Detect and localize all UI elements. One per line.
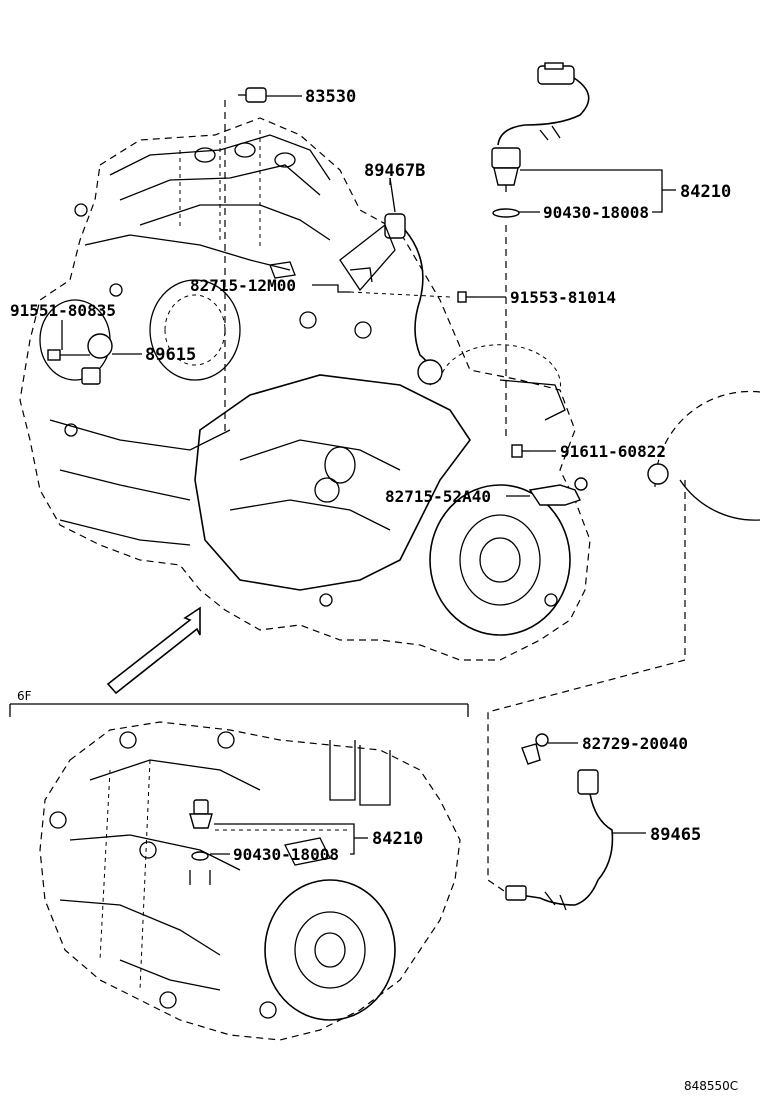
bolt-91611 (511, 444, 530, 458)
label-83530: 83530 (305, 87, 356, 107)
leader-lines (61, 169, 676, 855)
oxygen-sensor-89465 (505, 769, 614, 911)
label-89615: 89615 (145, 345, 196, 365)
label-90430-top: 90430-18008 (543, 203, 649, 222)
wheel-outline-arc (679, 479, 760, 521)
arrow-to-6f (106, 606, 201, 695)
label-84210-top: 84210 (680, 182, 731, 202)
backup-lamp-switch-84210-top (491, 62, 590, 440)
transmission-6f-drawing (39, 721, 461, 1041)
engine-transaxle-drawing (19, 117, 591, 661)
label-91551: 91551-80835 (10, 301, 116, 320)
section-6f-bracket (9, 703, 469, 717)
grommet (647, 463, 669, 485)
label-82715-52a40: 82715-52A40 (385, 487, 491, 506)
wheel-outline (654, 390, 760, 488)
leader-dash-right (487, 480, 686, 896)
label-89467b: 89467B (364, 161, 425, 181)
label-82729: 82729-20040 (582, 734, 688, 753)
label-89465: 89465 (650, 825, 701, 845)
knock-sensor-89615 (47, 333, 113, 385)
oil-pressure-switch-83530 (224, 87, 302, 435)
diagram-code: 848550C (684, 1079, 738, 1093)
clamp-82729 (521, 733, 549, 765)
label-82715-12m00: 82715-12M00 (190, 276, 296, 295)
label-section-6f: 6F (17, 689, 32, 703)
oxygen-sensor-89467b (339, 177, 443, 386)
label-90430-bottom: 90430-18008 (233, 845, 339, 864)
label-84210-bottom: 84210 (372, 829, 423, 849)
bolt-91553 (457, 291, 476, 303)
label-91553: 91553-81014 (510, 288, 616, 307)
bracket-82715-52a40 (528, 477, 588, 506)
backup-lamp-switch-84210-bottom (189, 799, 213, 885)
label-91611: 91611-60822 (560, 442, 666, 461)
